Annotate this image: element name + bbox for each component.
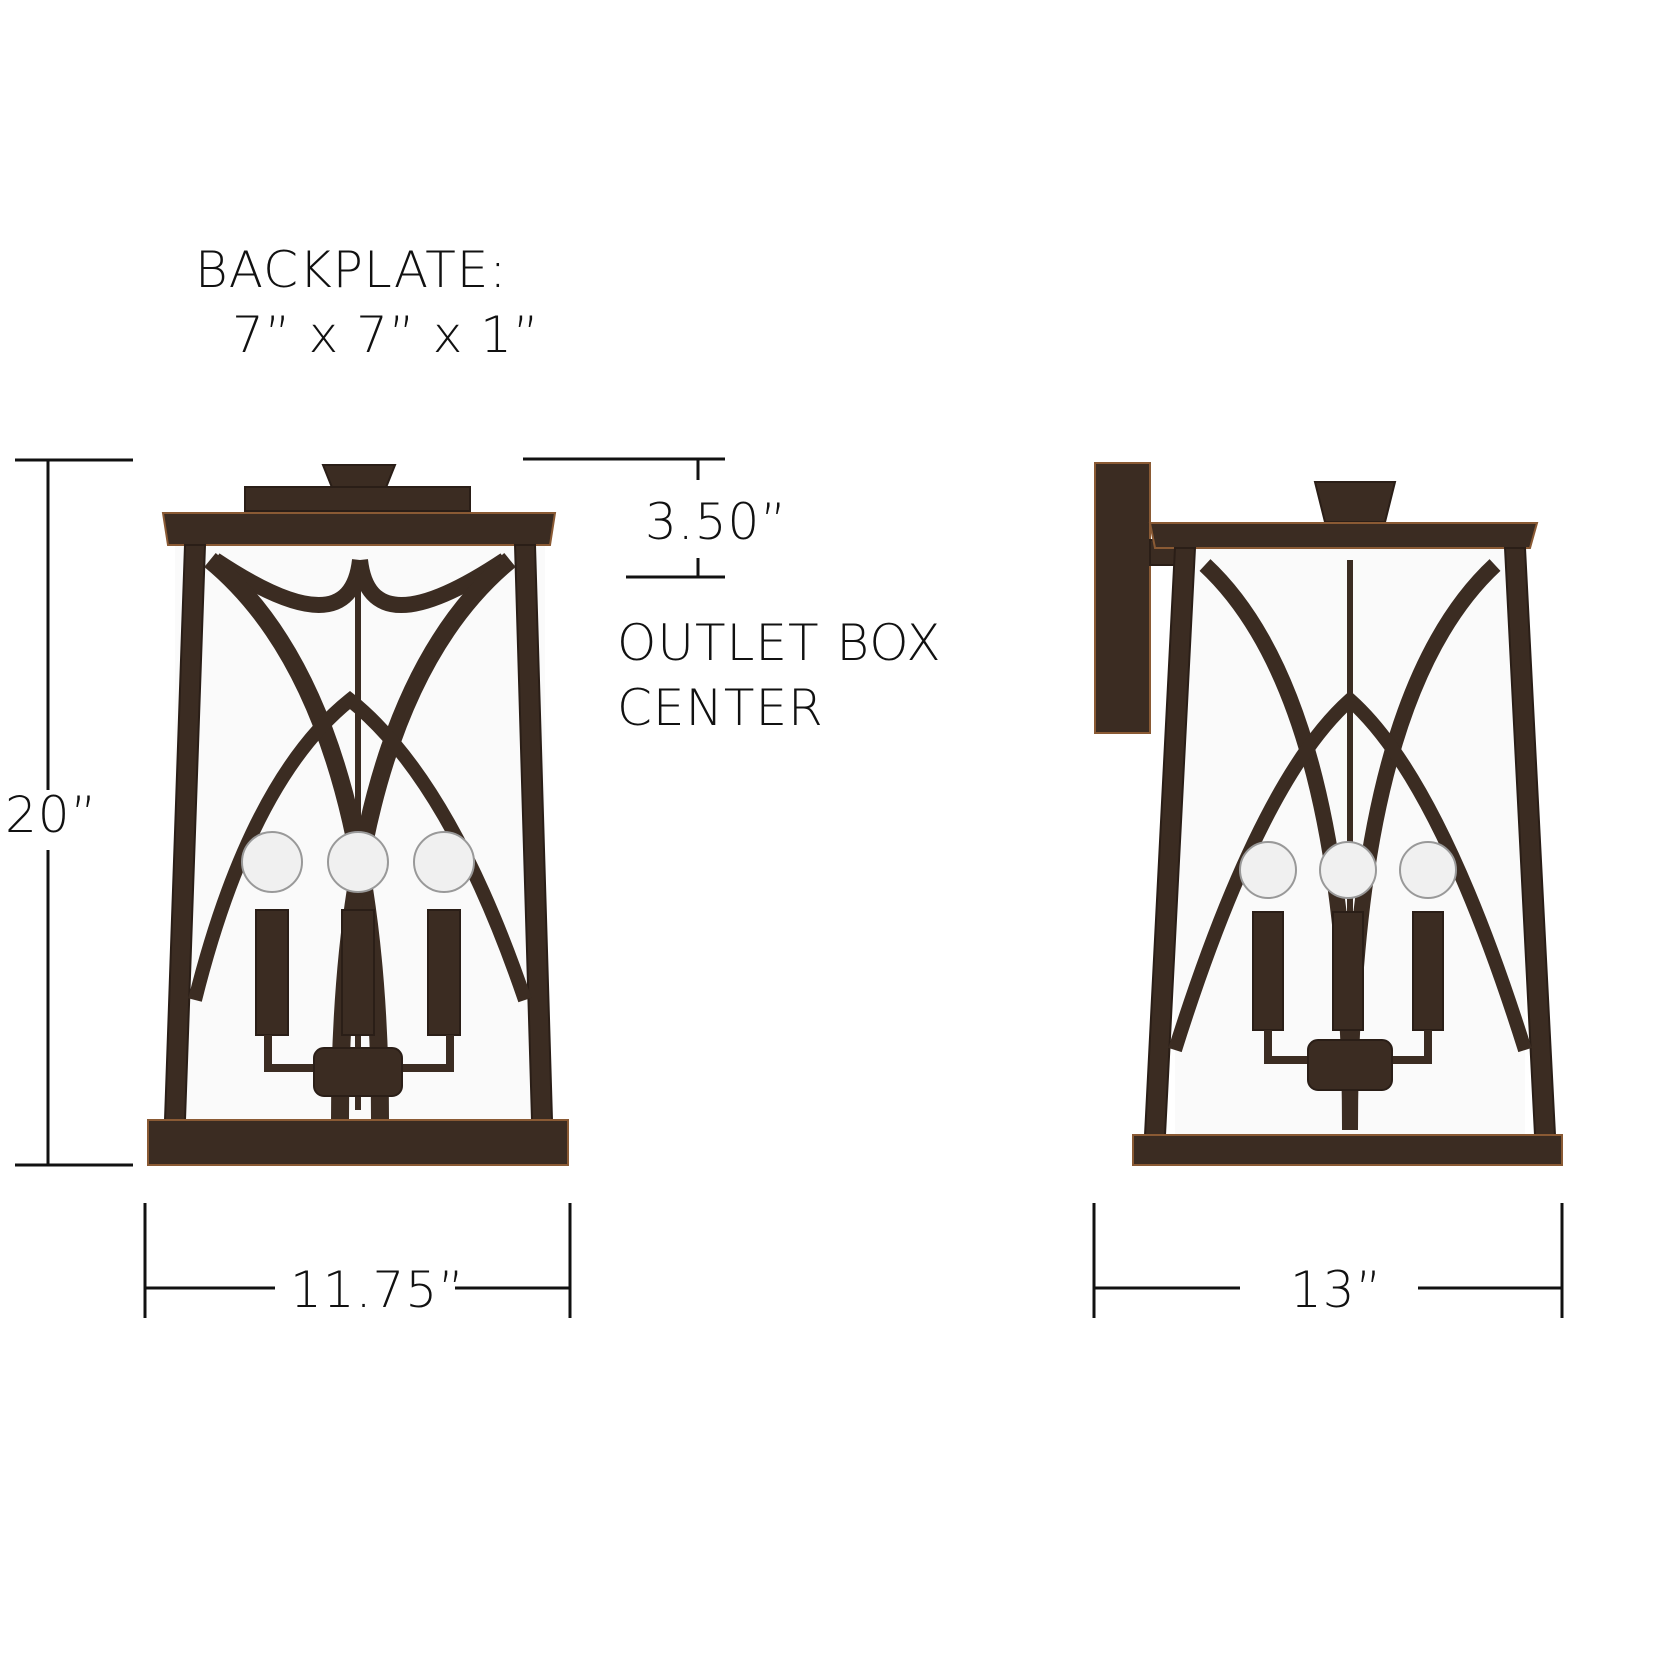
dimension-lines <box>15 457 1564 1318</box>
depth-label: 13” <box>1290 1261 1383 1319</box>
outlet-label-line1: OUTLET BOX <box>617 614 942 672</box>
wall-bracket <box>1094 462 1151 734</box>
lantern-front-view <box>147 464 569 1166</box>
backplate-size: 7” x 7” x 1” <box>232 306 540 364</box>
backplate-title: BACKPLATE: <box>195 241 508 299</box>
outlet-label-line2: CENTER <box>617 679 824 737</box>
width-label: 11.75” <box>290 1261 466 1319</box>
outlet-offset-label: 3.50” <box>645 493 788 551</box>
lantern-side-view <box>1094 462 1563 1166</box>
height-label: 20” <box>5 786 98 844</box>
